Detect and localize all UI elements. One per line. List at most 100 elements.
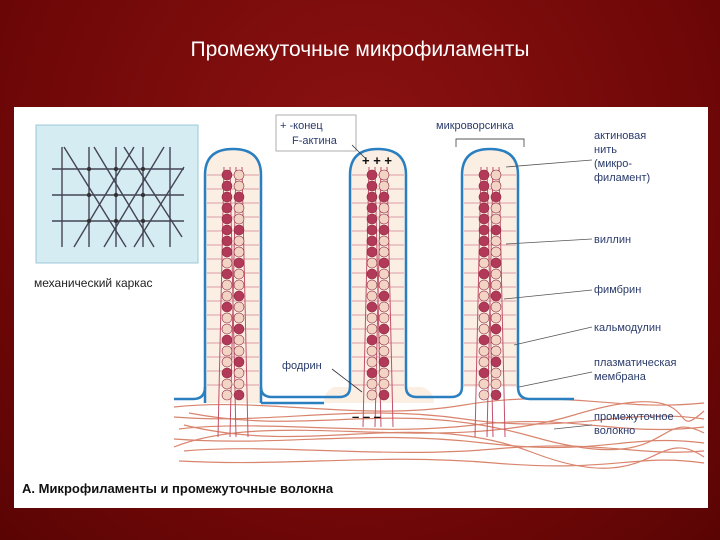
- villin-bead: [366, 169, 378, 181]
- figure-panel: механический каркас + + + – – – + -конец…: [14, 107, 708, 508]
- fimbrin-bead: [490, 378, 502, 390]
- fimbrin-bead: [378, 312, 390, 324]
- fimbrin-bead: [478, 323, 490, 335]
- villin-bead: [221, 180, 233, 192]
- fimbrin-bead: [490, 312, 502, 324]
- villi-content: [207, 166, 516, 438]
- villin-bead: [478, 213, 490, 225]
- fimbrin-bead: [233, 367, 245, 379]
- microvillus-label: микроворсинка: [436, 120, 514, 132]
- fimbrin-bead: [378, 334, 390, 346]
- villin-bead: [221, 213, 233, 225]
- intermediate-fiber-label-2: волокно: [594, 425, 635, 437]
- fimbrin-bead: [366, 345, 378, 357]
- villin-bead: [378, 356, 390, 368]
- villin-bead: [490, 224, 502, 236]
- fimbrin-bead: [478, 345, 490, 357]
- villin-bead: [478, 301, 490, 313]
- villin-bead: [478, 180, 490, 192]
- villin-bead: [366, 202, 378, 214]
- plus-signs: + + +: [362, 153, 392, 168]
- fimbrin-bead: [490, 301, 502, 313]
- villin-bead: [233, 257, 245, 269]
- villin-bead: [233, 290, 245, 302]
- villin-bead: [233, 323, 245, 335]
- fimbrin-bead: [221, 389, 233, 401]
- fimbrin-bead: [233, 235, 245, 247]
- fimbrin-bead: [233, 334, 245, 346]
- actin-filament-label-3: (микро-: [594, 158, 632, 170]
- villin-label: виллин: [594, 234, 631, 246]
- fimbrin-bead: [366, 257, 378, 269]
- villin-bead: [478, 191, 490, 203]
- microvillus-bracket: [455, 138, 525, 147]
- villin-bead: [221, 191, 233, 203]
- villin-bead: [478, 246, 490, 258]
- fimbrin-bead: [490, 235, 502, 247]
- plus-end-label-line2: F-актина: [292, 135, 338, 147]
- villin-bead: [478, 334, 490, 346]
- microvilli-diagram: механический каркас + + + – – – + -конец…: [22, 114, 705, 496]
- fimbrin-bead: [233, 202, 245, 214]
- membrane-left-base: [174, 386, 207, 401]
- fimbrin-bead: [478, 378, 490, 390]
- fimbrin-bead: [378, 235, 390, 247]
- fimbrin-bead: [233, 246, 245, 258]
- actin-filament: [498, 166, 506, 438]
- villin-bead: [366, 334, 378, 346]
- fimbrin-bead: [233, 301, 245, 313]
- villin-bead: [490, 356, 502, 368]
- fimbrin-bead: [233, 345, 245, 357]
- villin-bead: [233, 389, 245, 401]
- villin-bead: [233, 191, 245, 203]
- fimbrin-bead: [233, 268, 245, 280]
- fimbrin-bead: [366, 290, 378, 302]
- intermediate-fibers: [173, 398, 705, 469]
- microvillus-3: [404, 147, 574, 401]
- actin-filament-label-1: актиновая: [594, 130, 646, 142]
- villin-bead: [366, 180, 378, 192]
- fimbrin-bead: [221, 257, 233, 269]
- villin-bead: [366, 301, 378, 313]
- fimbrin-bead: [221, 312, 233, 324]
- villin-bead: [221, 246, 233, 258]
- fimbrin-label: фимбрин: [594, 284, 641, 296]
- villin-bead: [478, 169, 490, 181]
- villin-bead: [233, 224, 245, 236]
- villin-bead: [366, 268, 378, 280]
- villin-bead: [378, 323, 390, 335]
- fimbrin-bead: [378, 180, 390, 192]
- fimbrin-bead: [490, 180, 502, 192]
- fimbrin-bead: [221, 345, 233, 357]
- villin-bead: [366, 191, 378, 203]
- fimbrin-bead: [378, 268, 390, 280]
- fimbrin-bead: [478, 312, 490, 324]
- fimbrin-bead: [478, 290, 490, 302]
- fimbrin-bead: [233, 169, 245, 181]
- fodrin-label: фодрин: [282, 360, 322, 372]
- microvillus-1: [203, 147, 324, 405]
- fimbrin-bead: [366, 378, 378, 390]
- calmodulin-label: кальмодулин: [594, 322, 661, 334]
- villin-bead: [490, 389, 502, 401]
- fimbrin-bead: [366, 389, 378, 401]
- villin-bead: [221, 268, 233, 280]
- right-labels: актиновая нить (микро- филамент) виллин …: [503, 130, 677, 437]
- fimbrin-bead: [233, 180, 245, 192]
- villin-bead: [366, 235, 378, 247]
- fimbrin-bead: [378, 169, 390, 181]
- plasma-membrane-label-1: плазматическая: [594, 357, 677, 369]
- fimbrin-bead: [490, 169, 502, 181]
- villin-bead: [366, 246, 378, 258]
- actin-filament: [241, 166, 249, 438]
- villin-bead: [221, 334, 233, 346]
- villin-bead: [378, 191, 390, 203]
- microvillus-2: [259, 147, 434, 403]
- fimbrin-bead: [233, 378, 245, 390]
- actin-filament: [474, 166, 482, 438]
- villin-bead: [233, 356, 245, 368]
- fimbrin-bead: [490, 367, 502, 379]
- fimbrin-bead: [490, 246, 502, 258]
- villin-bead: [490, 290, 502, 302]
- villin-bead: [378, 257, 390, 269]
